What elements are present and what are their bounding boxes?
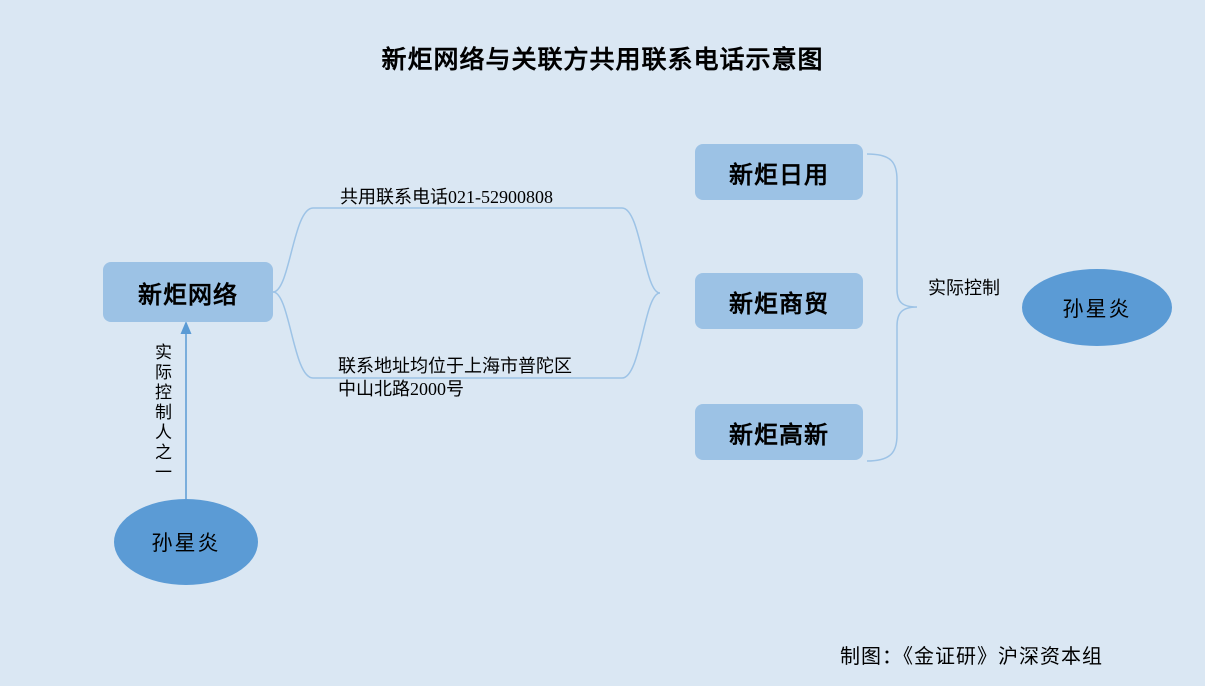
brace-top-branch [272, 207, 661, 294]
actual-controller-vertical-label: 实际控制人之一 [152, 343, 171, 483]
node-related-riyong: 新炬日用 [695, 144, 863, 200]
brace-bottom-branch [272, 291, 661, 379]
right-bracket [866, 153, 918, 462]
shared-address-label: 联系地址均位于上海市普陀区 中山北路2000号 [338, 355, 572, 401]
shared-address-line2: 中山北路2000号 [338, 379, 464, 399]
control-arrow-head [180, 321, 192, 334]
shared-phone-label: 共用联系电话021-52900808 [340, 187, 553, 207]
shared-address-line1: 联系地址均位于上海市普陀区 [338, 356, 572, 376]
node-related-gaoxin: 新炬高新 [695, 404, 863, 460]
diagram-title: 新炬网络与关联方共用联系电话示意图 [381, 47, 824, 74]
node-related-shangmao: 新炬商贸 [695, 273, 863, 329]
credit-line: 制图：《金证研》沪深资本组 [840, 646, 1103, 668]
actual-control-label: 实际控制 [928, 278, 1000, 298]
node-controller-left: 孙星炎 [114, 499, 258, 585]
node-main-company: 新炬网络 [103, 262, 273, 322]
node-controller-right: 孙星炎 [1022, 269, 1172, 346]
